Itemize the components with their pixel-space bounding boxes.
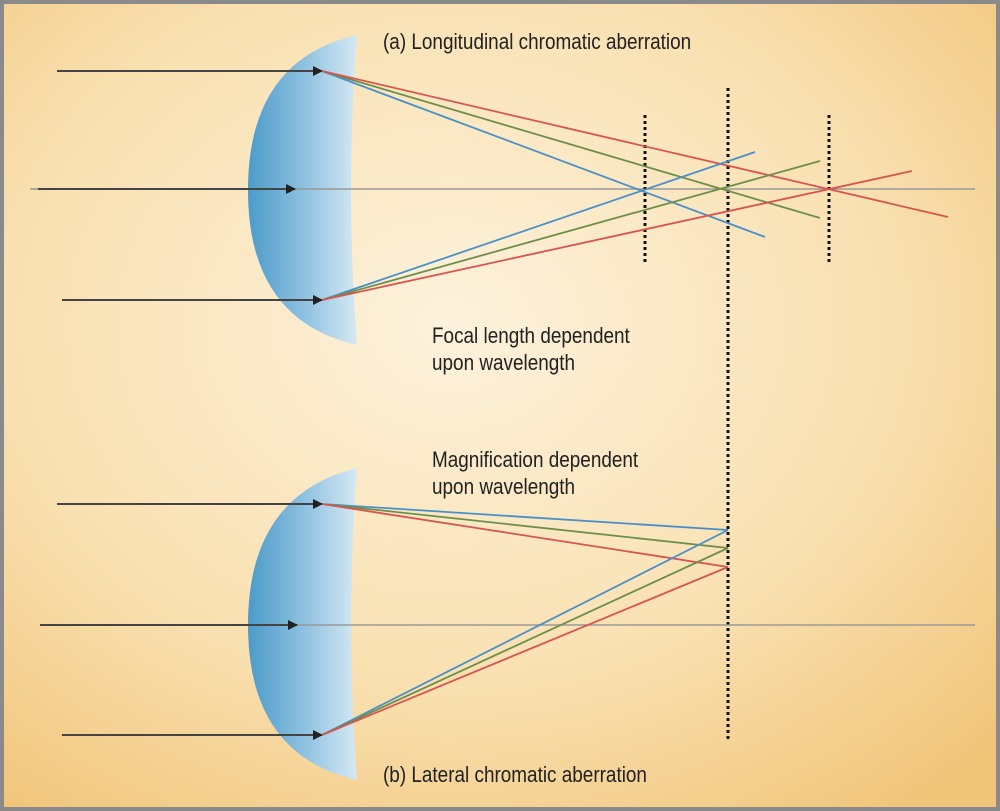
ray-green-top-b bbox=[321, 503, 729, 549]
ray-green-bottom-a bbox=[321, 160, 821, 301]
lens-b bbox=[248, 468, 357, 780]
ray-red-top-a bbox=[321, 70, 949, 218]
note-focal-line1: Focal length dependent bbox=[432, 323, 630, 348]
panel-b bbox=[40, 468, 975, 780]
panel-a bbox=[30, 35, 975, 742]
ray-blue-bottom-b bbox=[321, 529, 729, 736]
title-longitudinal: (a) Longitudinal chromatic aberration bbox=[383, 29, 692, 54]
ray-red-bottom-a bbox=[321, 170, 913, 301]
note-magnification-line2: upon wavelength bbox=[432, 474, 576, 499]
ray-red-bottom-b bbox=[321, 566, 729, 736]
title-lateral: (b) Lateral chromatic aberration bbox=[383, 762, 647, 787]
ray-blue-bottom-a bbox=[321, 151, 756, 301]
note-focal-line2: upon wavelength bbox=[432, 350, 576, 375]
ray-green-bottom-b bbox=[321, 547, 729, 736]
ray-red-top-b bbox=[321, 503, 729, 568]
ray-green-top-a bbox=[321, 70, 821, 219]
ray-blue-top-b bbox=[321, 503, 729, 531]
lens-a bbox=[248, 35, 357, 345]
ray-blue-top-a bbox=[321, 70, 766, 238]
note-magnification-line1: Magnification dependent bbox=[432, 447, 639, 472]
